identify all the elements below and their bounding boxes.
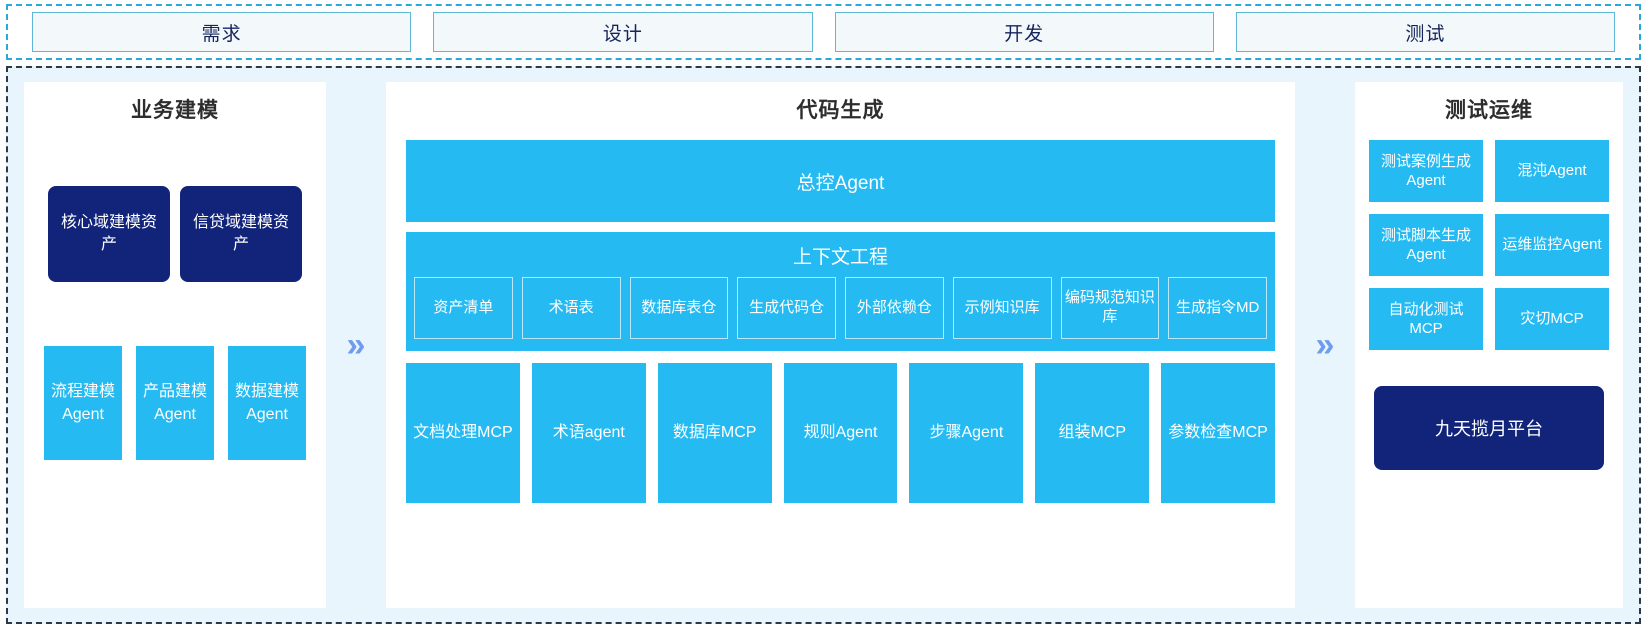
stage-label: 需求: [201, 23, 242, 45]
context-item-generation-prompt-md[interactable]: 生成指令MD: [1168, 277, 1267, 339]
lifecycle-stage-strip: 需求 设计 开发 测试: [6, 4, 1641, 60]
ops-card-ops-monitoring-agent[interactable]: 运维监控Agent: [1495, 214, 1609, 276]
panel-title-code-generation: 代码生成: [796, 99, 885, 122]
stage-box-design[interactable]: 设计: [433, 12, 813, 52]
context-item-external-dep-repo[interactable]: 外部依赖仓: [845, 277, 944, 339]
panel-business-modeling: 业务建模 核心域建模资产 信贷域建模资产 流程建模Agent 产品建模Agent…: [24, 82, 326, 608]
ops-card-test-script-generation-agent[interactable]: 测试脚本生成Agent: [1369, 214, 1483, 276]
stage-box-requirements[interactable]: 需求: [32, 12, 412, 52]
panel-test-operations: 测试运维 测试案例生成Agent 混沌Agent 测试脚本生成Agent 运维监…: [1355, 82, 1623, 608]
stage-label: 开发: [1004, 23, 1045, 45]
asset-card-credit-domain[interactable]: 信贷域建模资产: [180, 186, 302, 282]
business-agent-row: 流程建模Agent 产品建模Agent 数据建模Agent: [38, 346, 312, 460]
panel-title-business-modeling: 业务建模: [131, 99, 219, 122]
agent-card-product-modeling[interactable]: 产品建模Agent: [136, 346, 214, 460]
architecture-body: 业务建模 核心域建模资产 信贷域建模资产 流程建模Agent 产品建模Agent…: [6, 66, 1641, 624]
test-ops-card-grid: 测试案例生成Agent 混沌Agent 测试脚本生成Agent 运维监控Agen…: [1369, 140, 1609, 350]
tool-card-step-agent[interactable]: 步骤Agent: [909, 363, 1024, 503]
stage-box-testing[interactable]: 测试: [1235, 12, 1615, 52]
code-generation-stack: 总控Agent 上下文工程 资产清单 术语表 数据库表仓 生成代码仓 外部依赖仓…: [406, 140, 1276, 503]
tool-card-assembly-mcp[interactable]: 组装MCP: [1035, 363, 1150, 503]
tool-card-database-mcp[interactable]: 数据库MCP: [657, 363, 772, 503]
panel-code-generation: 代码生成 总控Agent 上下文工程 资产清单 术语表 数据库表仓 生成代码仓 …: [386, 82, 1295, 608]
context-engineering-block: 上下文工程 资产清单 术语表 数据库表仓 生成代码仓 外部依赖仓 示例知识库 编…: [406, 232, 1275, 351]
context-item-glossary[interactable]: 术语表: [521, 277, 621, 339]
ops-card-automated-test-mcp[interactable]: 自动化测试MCP: [1369, 288, 1483, 350]
platform-card-jiutian-lanyue[interactable]: 九天揽月平台: [1373, 386, 1605, 470]
panel-title-test-operations: 测试运维: [1445, 99, 1533, 122]
stage-label: 设计: [602, 23, 643, 45]
business-asset-row: 核心域建模资产 信贷域建模资产: [38, 186, 312, 282]
asset-card-core-domain[interactable]: 核心域建模资产: [48, 186, 170, 282]
tool-card-parameter-check-mcp[interactable]: 参数检查MCP: [1161, 363, 1276, 503]
context-item-generated-code-repo[interactable]: 生成代码仓: [737, 277, 836, 339]
context-item-db-table-repo[interactable]: 数据库表仓: [629, 277, 729, 339]
stage-box-development[interactable]: 开发: [834, 12, 1214, 52]
code-generation-tool-row: 文档处理MCP 术语agent 数据库MCP 规则Agent 步骤Agent 组…: [406, 363, 1276, 503]
master-control-agent-bar[interactable]: 总控Agent: [406, 140, 1275, 222]
context-engineering-title: 上下文工程: [792, 247, 888, 268]
ops-card-chaos-agent[interactable]: 混沌Agent: [1495, 140, 1609, 202]
ops-card-disaster-switch-mcp[interactable]: 灾切MCP: [1495, 288, 1609, 350]
context-item-coding-standard-kb[interactable]: 编码规范知识库: [1060, 277, 1160, 339]
context-item-example-knowledge[interactable]: 示例知识库: [952, 277, 1052, 339]
context-item-asset-inventory[interactable]: 资产清单: [414, 277, 513, 339]
chevron-right-icon-center-to-right: »: [1315, 326, 1335, 364]
agent-card-data-modeling[interactable]: 数据建模Agent: [228, 346, 306, 460]
tool-card-document-processing-mcp[interactable]: 文档处理MCP: [406, 363, 520, 503]
stage-label: 测试: [1405, 23, 1446, 45]
tool-card-rule-agent[interactable]: 规则Agent: [783, 363, 898, 503]
context-engineering-items: 资产清单 术语表 数据库表仓 生成代码仓 外部依赖仓 示例知识库 编码规范知识库…: [414, 277, 1267, 339]
tool-card-glossary-agent[interactable]: 术语agent: [531, 363, 646, 503]
ops-card-test-case-generation-agent[interactable]: 测试案例生成Agent: [1369, 140, 1483, 202]
agent-card-process-modeling[interactable]: 流程建模Agent: [44, 346, 122, 460]
chevron-right-icon-left-to-center: »: [346, 326, 366, 364]
